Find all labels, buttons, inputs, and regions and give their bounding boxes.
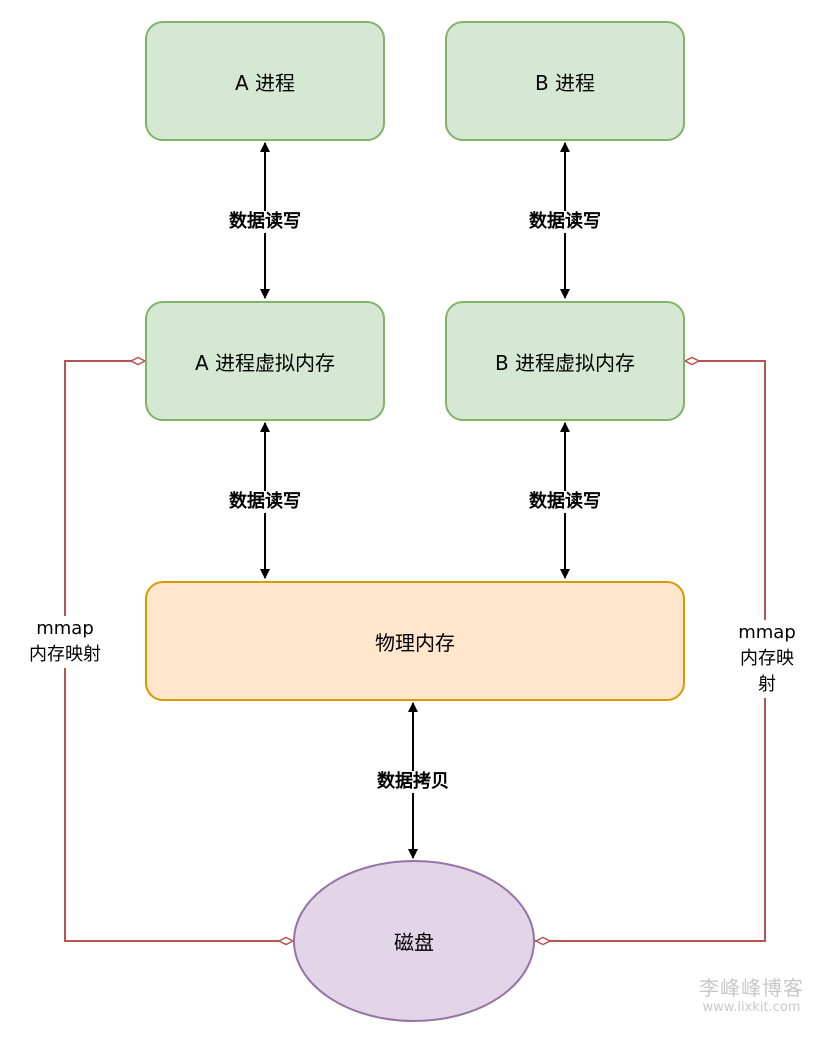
- edge-label-phys-disk: 数据拷贝: [376, 771, 450, 793]
- edge-label-a-proc-vm: 数据读写: [228, 211, 302, 233]
- mmap-label-right-line1: mmap: [738, 622, 796, 643]
- disk-label: 磁盘: [394, 930, 434, 955]
- watermark: 李峰峰博客 www.lixkit.com: [699, 976, 804, 1016]
- mmap-diamond-right-disk: [534, 936, 552, 946]
- edge-label-a-vm-phys: 数据读写: [228, 491, 302, 513]
- watermark-title: 李峰峰博客: [699, 976, 804, 1000]
- mmap-label-right-line2: 内存映射: [740, 648, 794, 695]
- b-process-node[interactable]: B 进程: [445, 21, 685, 141]
- mmap-label-left-line2: 内存映射: [29, 644, 101, 665]
- mmap-label-left-line1: mmap: [36, 618, 94, 639]
- physical-memory-label: 物理内存: [375, 630, 455, 655]
- edge-label-b-vm-phys: 数据读写: [528, 491, 602, 513]
- edge-label-b-proc-vm: 数据读写: [528, 211, 602, 233]
- mmap-label-left: mmap 内存映射: [29, 616, 101, 668]
- disk-node[interactable]: [293, 860, 535, 1022]
- b-virtual-memory-label: B 进程虚拟内存: [494, 350, 636, 375]
- mmap-label-right: mmap 内存映射: [733, 620, 801, 698]
- b-virtual-memory-node[interactable]: B 进程虚拟内存: [445, 301, 685, 421]
- b-process-label: B 进程: [534, 70, 596, 95]
- a-virtual-memory-label: A 进程虚拟内存: [194, 350, 336, 375]
- a-virtual-memory-node[interactable]: A 进程虚拟内存: [145, 301, 385, 421]
- physical-memory-node[interactable]: 物理内存: [145, 581, 685, 701]
- a-process-label: A 进程: [234, 70, 296, 95]
- watermark-url: www.lixkit.com: [702, 1000, 801, 1015]
- a-process-node[interactable]: A 进程: [145, 21, 385, 141]
- mmap-diamond-left-disk: [277, 936, 295, 946]
